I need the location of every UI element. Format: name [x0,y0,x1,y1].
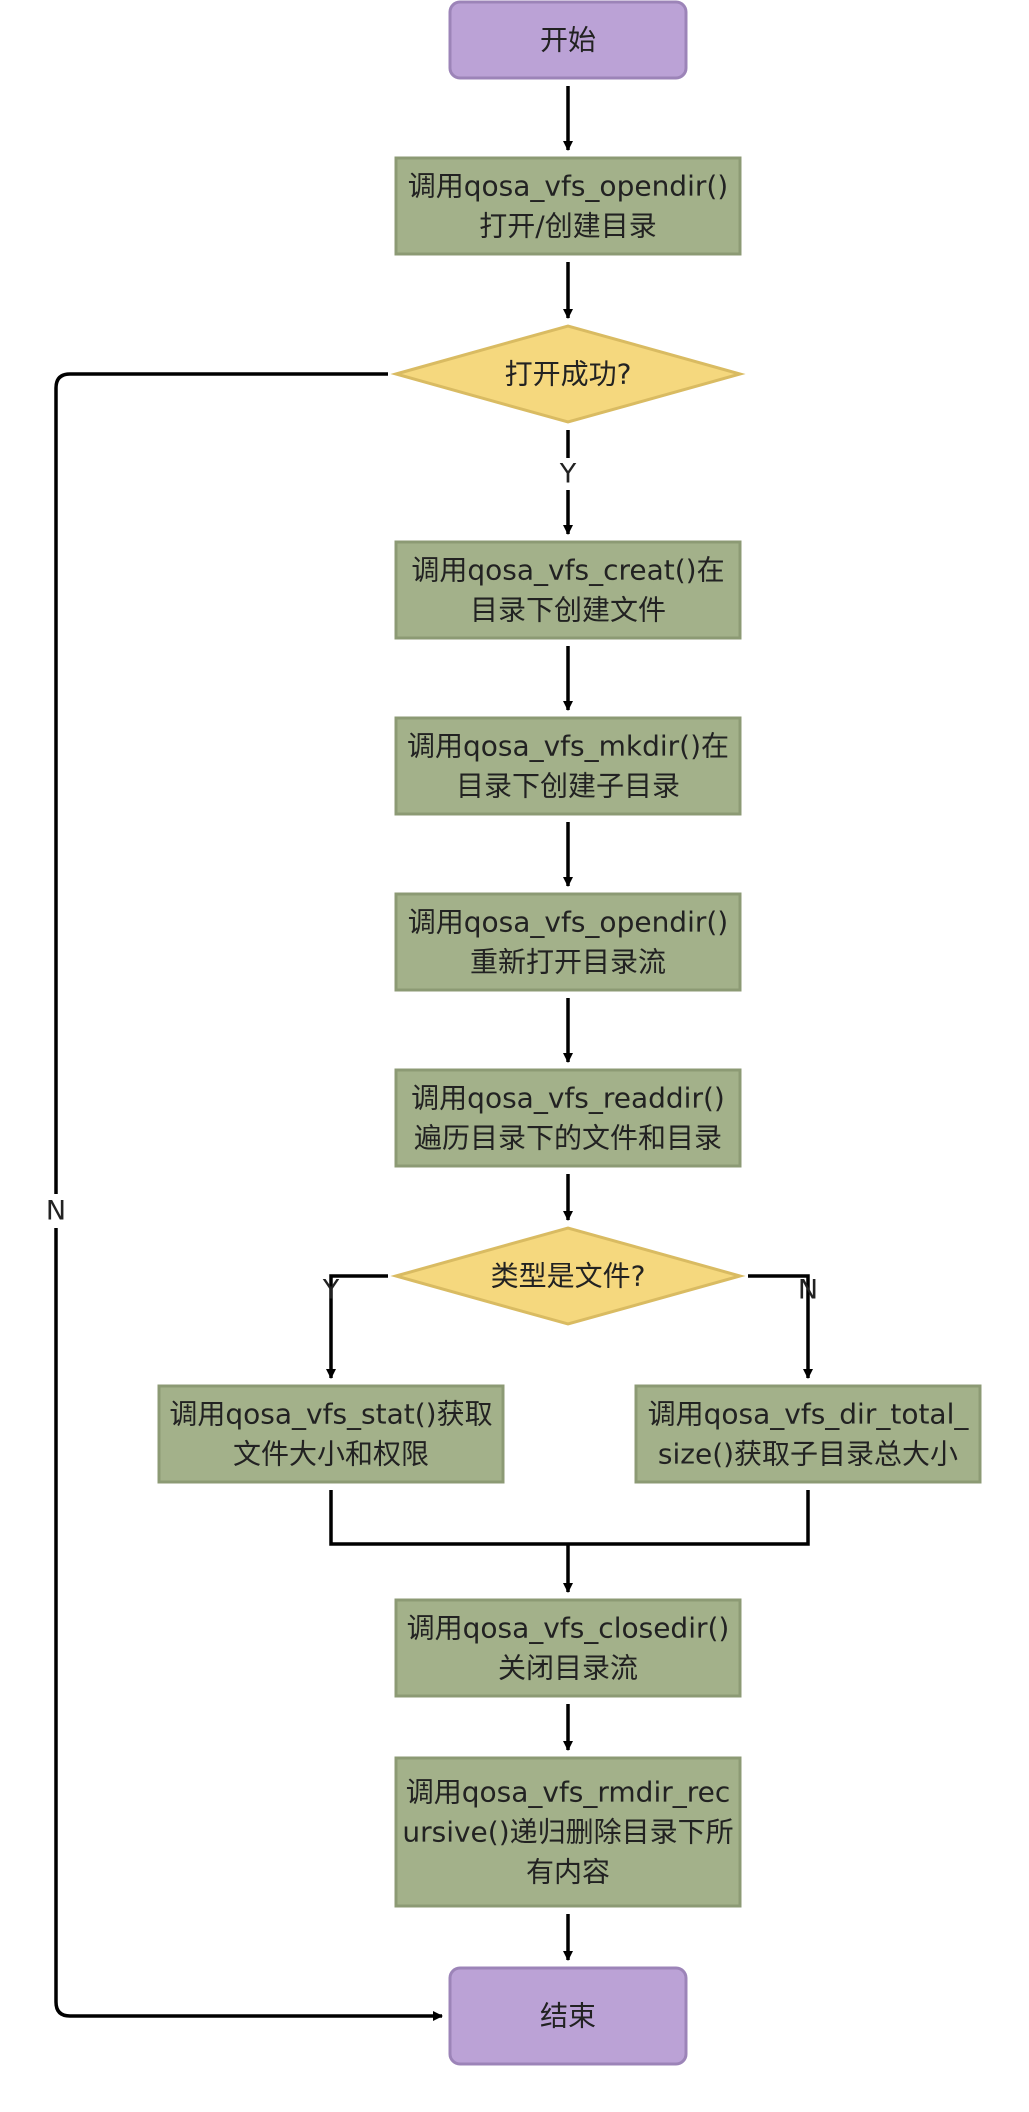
node-label-line: 开始 [540,24,596,57]
edge-labels: Y N Y N [38,458,818,1306]
node-readdir: 调用qosa_vfs_readdir() 遍历目录下的文件和目录 [394,1068,742,1168]
node-label-line: 调用qosa_vfs_opendir() [408,906,728,939]
node-label-line: 调用qosa_vfs_dir_total_ [648,1398,970,1431]
edge-merge [329,1490,810,1546]
node-closedir: 调用qosa_vfs_closedir() 关闭目录流 [394,1598,742,1698]
node-label-line: 调用qosa_vfs_opendir() [408,170,728,203]
process-shape [394,1598,742,1698]
node-label-line: 调用qosa_vfs_rmdir_rec [406,1776,731,1809]
process-shape [394,540,742,640]
node-open-ok: 打开成功? [390,324,746,424]
edge-file-yes [326,1274,388,1379]
edge-file-no [748,1274,813,1379]
node-label-line: 结束 [540,2000,596,2033]
decision-shape [390,324,746,424]
node-label-line: 目录下创建子目录 [456,770,680,803]
node-opendir: 调用qosa_vfs_opendir() 打开/创建目录 [394,156,742,256]
process-shape [394,1068,742,1168]
terminal-shape [448,1966,688,2066]
node-label-line: ursive()递归删除目录下所 [402,1816,733,1849]
process-shape [394,156,742,256]
node-label-line: 调用qosa_vfs_closedir() [407,1612,730,1645]
node-is-file: 类型是文件? [390,1226,746,1326]
node-label-line: 目录下创建文件 [470,594,666,627]
edge-label-file-yes: Y [322,1275,340,1306]
node-label-line: 打开/创建目录 [479,210,656,243]
node-label-line: 有内容 [526,1856,610,1889]
process-shape [394,1756,742,1908]
node-label-line: 遍历目录下的文件和目录 [414,1122,722,1155]
node-label-line: 打开成功? [505,358,632,391]
node-label-line: 调用qosa_vfs_readdir() [411,1082,725,1115]
svg-text:Y: Y [559,459,577,490]
process-shape [634,1384,982,1484]
process-shape [157,1384,505,1484]
svg-text:N: N [46,1196,66,1227]
node-label-line: 调用qosa_vfs_mkdir()在 [407,730,729,763]
node-label-line: size()获取子目录总大小 [658,1438,958,1471]
process-shape [394,892,742,992]
node-label-line: 类型是文件? [491,1260,646,1293]
node-label-line: 调用qosa_vfs_stat()获取 [169,1398,492,1431]
edge-label-file-no: N [798,1275,818,1306]
edge-label-open-no: N [38,1194,74,1228]
node-label-line: 调用qosa_vfs_creat()在 [411,554,724,587]
node-start: 开始 [448,0,688,80]
node-dir-total: 调用qosa_vfs_dir_total_ size()获取子目录总大小 [634,1384,982,1484]
node-label-line: 关闭目录流 [498,1652,638,1685]
edge-open-no [54,372,443,2021]
node-label-line: 文件大小和权限 [233,1438,429,1471]
node-label-line: 重新打开目录流 [470,946,666,979]
decision-shape [390,1226,746,1326]
svg-text:N: N [798,1275,818,1306]
node-reopen: 调用qosa_vfs_opendir() 重新打开目录流 [394,892,742,992]
edge-label-open-yes: Y [551,458,585,490]
svg-text:Y: Y [322,1275,340,1306]
process-shape [394,716,742,816]
node-end: 结束 [448,1966,688,2066]
terminal-shape [448,0,688,80]
